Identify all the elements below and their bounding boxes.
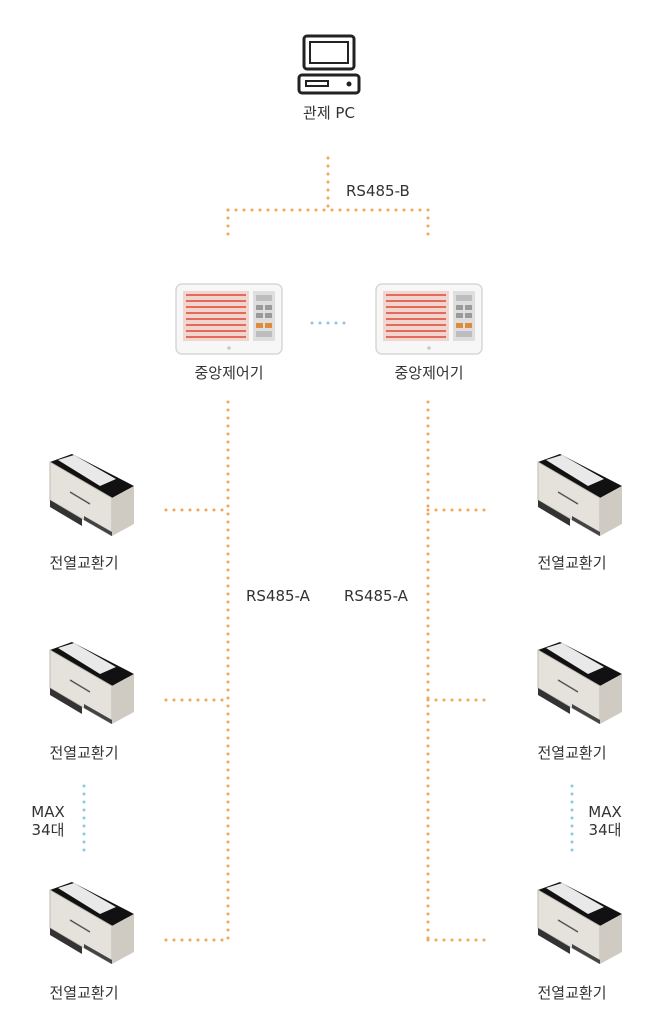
- heat-exchanger-unit-icon: [49, 642, 134, 724]
- unit-label-right-3: 전열교환기: [537, 984, 607, 1002]
- max-count-right: MAX 34대: [588, 803, 621, 839]
- pc-icon: [297, 34, 361, 95]
- rs485-b-label: RS485-B: [346, 182, 410, 200]
- max-count-left: MAX 34대: [31, 803, 64, 839]
- unit-label-right-2: 전열교환기: [537, 744, 607, 762]
- central-controller-device: [175, 283, 283, 355]
- max-text: MAX: [31, 803, 65, 821]
- rs485-a-left-label: RS485-A: [246, 587, 310, 605]
- pc-label: 관제 PC: [303, 104, 355, 122]
- unit-label-left-2: 전열교환기: [49, 744, 119, 762]
- heat-exchanger-unit-icon: [537, 882, 622, 964]
- controller-label-right: 중앙제어기: [394, 364, 464, 382]
- controller-label-left: 중앙제어기: [194, 364, 264, 382]
- central-controller-device: [375, 283, 483, 355]
- max-count-text: 34대: [31, 821, 65, 839]
- rs485-a-right-label: RS485-A: [344, 587, 408, 605]
- heat-exchanger-unit-icon: [537, 454, 622, 536]
- heat-exchanger-unit-icon: [49, 882, 134, 964]
- heat-exchanger-unit-icon: [537, 642, 622, 724]
- unit-label-left-3: 전열교환기: [49, 984, 119, 1002]
- max-count-text: 34대: [588, 821, 622, 839]
- unit-label-right-1: 전열교환기: [537, 554, 607, 572]
- unit-label-left-1: 전열교환기: [49, 554, 119, 572]
- max-text: MAX: [588, 803, 622, 821]
- heat-exchanger-unit-icon: [49, 454, 134, 536]
